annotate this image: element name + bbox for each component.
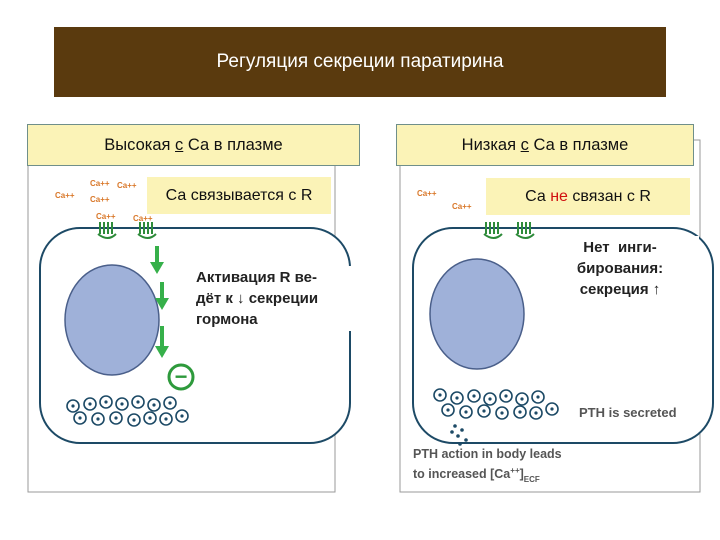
ca-ion-label: Ca++ (417, 189, 437, 198)
secreted-hormone-dots (450, 424, 468, 446)
right-panel-label: Низкая с Са в плазме (396, 124, 694, 166)
right-callout-negation: не (550, 187, 568, 205)
note-line: бирования: (576, 260, 664, 277)
left-nucleus (64, 264, 160, 376)
ca-ion-label: Ca++ (55, 191, 75, 200)
pth-action-text: to increased [Ca (413, 467, 511, 481)
note-line: Нет инги- (583, 239, 657, 256)
left-vesicle-dots (71, 400, 184, 422)
slide-title: Регуляция секреции паратирина (54, 27, 666, 97)
right-no-inhibition-note: Нет инги- бирования: секреция ↑ (541, 236, 699, 301)
ca-ion-label: Ca++ (90, 179, 110, 188)
note-line: дёт к ↓ секреции (196, 290, 319, 307)
note-line: гормона (196, 311, 258, 328)
right-binding-callout: Са не связан с R (486, 178, 690, 215)
left-panel-label: Высокая с Са в плазме (27, 124, 360, 166)
ca-ion-label: Ca++ (96, 212, 116, 221)
pth-action-line1: PTH action in body leads (413, 447, 562, 461)
left-binding-callout: Са связывается с R (147, 177, 331, 214)
left-receptors (97, 222, 157, 239)
pth-action-sub: ECF (524, 475, 540, 484)
inhibition-icon (167, 363, 195, 391)
pth-action-sup: ++ (510, 466, 520, 475)
ca-ion-label: Ca++ (90, 195, 110, 204)
ca-ion-label: Ca++ (117, 181, 137, 190)
pth-action-line2: to increased [Ca++]ECF (413, 466, 540, 484)
ca-ion-label: Ca++ (452, 202, 472, 211)
right-callout-post: связан с R (567, 187, 651, 205)
right-vesicle-dots (438, 393, 554, 415)
right-nucleus (429, 258, 525, 370)
ca-ion-label: Ca++ (133, 214, 153, 223)
inhibition-sign: − (174, 364, 188, 389)
left-activation-note: Активация R ве- дёт к ↓ секреции гормона (192, 266, 380, 331)
note-line: Активация R ве- (196, 269, 317, 286)
right-callout-pre: Са (525, 187, 551, 205)
right-label-underlined: с (520, 135, 529, 154)
right-receptors (483, 222, 535, 239)
left-label-pre: Высокая (104, 135, 176, 154)
pth-secreted-text: PTH is secreted (579, 405, 677, 420)
pth-action-close: ] (520, 467, 524, 481)
note-line: секреция ↑ (579, 281, 661, 298)
left-label-post: Са в плазме (183, 135, 283, 154)
left-signal-arrows (150, 246, 169, 358)
left-label-underlined: с (175, 135, 184, 154)
right-label-post: Са в плазме (528, 135, 629, 154)
right-label-pre: Низкая (461, 135, 521, 154)
